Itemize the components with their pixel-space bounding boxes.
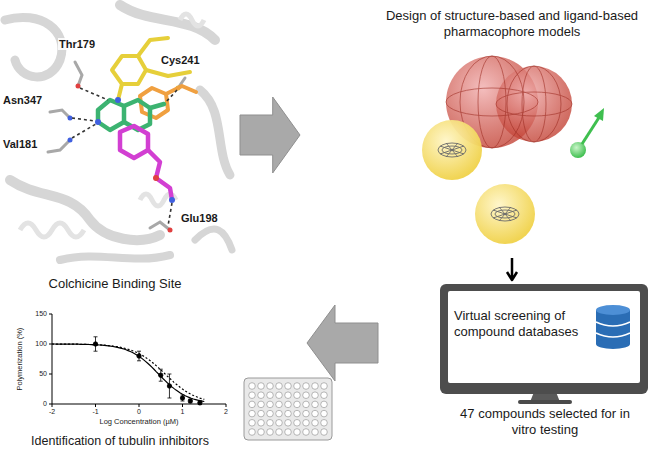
- panel-caption: Virtual screening of compound databases: [454, 308, 592, 339]
- well-plate: [244, 378, 332, 440]
- tick-label: 50: [39, 370, 47, 378]
- dose-response-chart: [49, 314, 226, 407]
- computer-monitor: [440, 284, 648, 404]
- panel: Design of structure-based and ligand-bas…: [302, 0, 660, 258]
- ligand-magenta: [120, 126, 172, 200]
- residue-label: Val181: [2, 138, 38, 150]
- tick-label: -2: [49, 408, 55, 416]
- residue-label: Asn347: [2, 94, 43, 106]
- block-arrow: [240, 97, 300, 173]
- tick-label: 0: [43, 400, 47, 408]
- panel-caption: Identification of tubulin inhibitors: [0, 434, 240, 449]
- panel: Virtual screening of compound databases 4…: [380, 280, 662, 450]
- hydrogen-bonds: [72, 88, 177, 226]
- residue-label: Cys241: [160, 54, 201, 66]
- flow-arrow: [507, 258, 517, 280]
- ligand-atoms: [95, 97, 175, 203]
- residue-label: Glu198: [180, 212, 219, 224]
- panel-caption: Colchicine Binding Site: [0, 276, 230, 292]
- tick-label: 100: [35, 340, 47, 348]
- tick-label: 2: [224, 408, 228, 416]
- residue-atoms: [68, 84, 181, 233]
- tick-label: 0: [137, 408, 141, 416]
- axis-title: Log Concentration (µM): [100, 418, 179, 426]
- tick-label: 1: [181, 408, 185, 416]
- database-icon: [596, 305, 630, 349]
- residue-sticks: [48, 62, 185, 230]
- block-arrow: [307, 305, 378, 381]
- tick-label: -1: [92, 408, 98, 416]
- protein-ribbon: [5, 5, 232, 260]
- panel-caption: Design of structure-based and ligand-bas…: [372, 8, 652, 39]
- axis-title: Polymerization (%): [16, 328, 24, 391]
- tick-label: 150: [35, 310, 47, 318]
- residue-label: Thr179: [58, 38, 96, 50]
- panel-caption: 47 compounds selected for in vitro testi…: [460, 406, 630, 437]
- protein-helix: [20, 14, 204, 237]
- pharmacophore-model: [422, 56, 604, 244]
